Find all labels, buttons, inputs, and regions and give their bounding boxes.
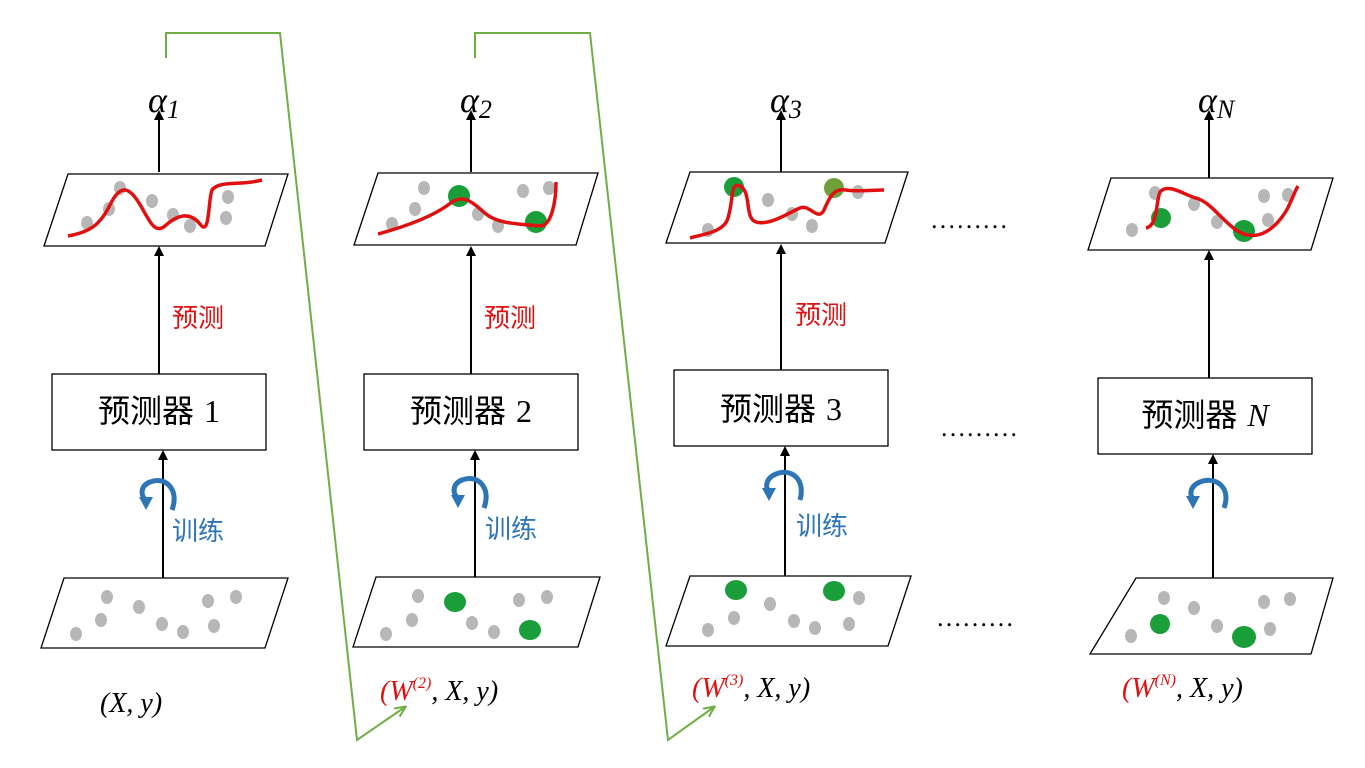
predictor-box-1 bbox=[51, 373, 267, 451]
dataset-label-3: (W(3), X, y) bbox=[692, 672, 810, 704]
ellipsis-top: ……… bbox=[930, 205, 1008, 234]
dataset-label-2: (W(2), X, y) bbox=[380, 675, 498, 707]
train-cycle-icon-2 bbox=[451, 476, 489, 509]
alpha-label-1: α1 bbox=[148, 80, 180, 124]
predict-label-2: 预测 bbox=[484, 304, 536, 334]
dataset-points-2 bbox=[380, 589, 553, 641]
prediction-plane-3 bbox=[665, 171, 909, 244]
alpha-label-3: α3 bbox=[770, 80, 802, 124]
predictor-box-n bbox=[1097, 377, 1313, 455]
train-label-1: 训练 bbox=[172, 517, 224, 547]
predictor-box-2 bbox=[363, 373, 579, 451]
prediction-plane-n bbox=[1087, 177, 1334, 251]
alpha-label-2: α2 bbox=[460, 80, 492, 124]
prediction-curve-3 bbox=[689, 183, 885, 240]
train-label-2: 训练 bbox=[485, 515, 537, 545]
dataset-points-n bbox=[1125, 591, 1296, 648]
weight-feedback-line-1 bbox=[165, 32, 405, 742]
dataset-points-1 bbox=[70, 590, 242, 641]
predict-label-3: 预测 bbox=[795, 301, 847, 331]
train-cycle-icon-1 bbox=[139, 478, 177, 511]
ellipsis-middle: ……… bbox=[940, 413, 1018, 442]
alpha-label-n: αN bbox=[1198, 80, 1236, 124]
train-cycle-icon-3 bbox=[764, 469, 804, 501]
prediction-curve-1 bbox=[67, 178, 263, 238]
train-cycle-arrowhead-1 bbox=[139, 497, 153, 510]
dataset-label-1: (X, y) bbox=[100, 688, 162, 719]
ellipsis-bottom: ……… bbox=[936, 603, 1014, 632]
train-cycle-arrowhead-2 bbox=[451, 495, 465, 508]
dataset-label-n: (W(N), X, y) bbox=[1122, 672, 1243, 704]
train-cycle-arrowhead-n bbox=[1186, 496, 1200, 509]
predict-label-1: 预测 bbox=[172, 304, 224, 334]
train-cycle-arrowhead-3 bbox=[762, 488, 776, 501]
dataset-points-3 bbox=[702, 580, 865, 637]
prediction-plane-1 bbox=[43, 173, 289, 247]
train-cycle-icon-n bbox=[1188, 477, 1229, 509]
prediction-curve-n bbox=[1145, 185, 1300, 238]
dataset-plane-3 bbox=[665, 575, 912, 647]
dataset-plane-n bbox=[1088, 577, 1334, 655]
train-label-3: 训练 bbox=[796, 512, 848, 542]
prediction-curve-2 bbox=[377, 181, 558, 236]
weight-feedback-line-2 bbox=[474, 32, 714, 742]
